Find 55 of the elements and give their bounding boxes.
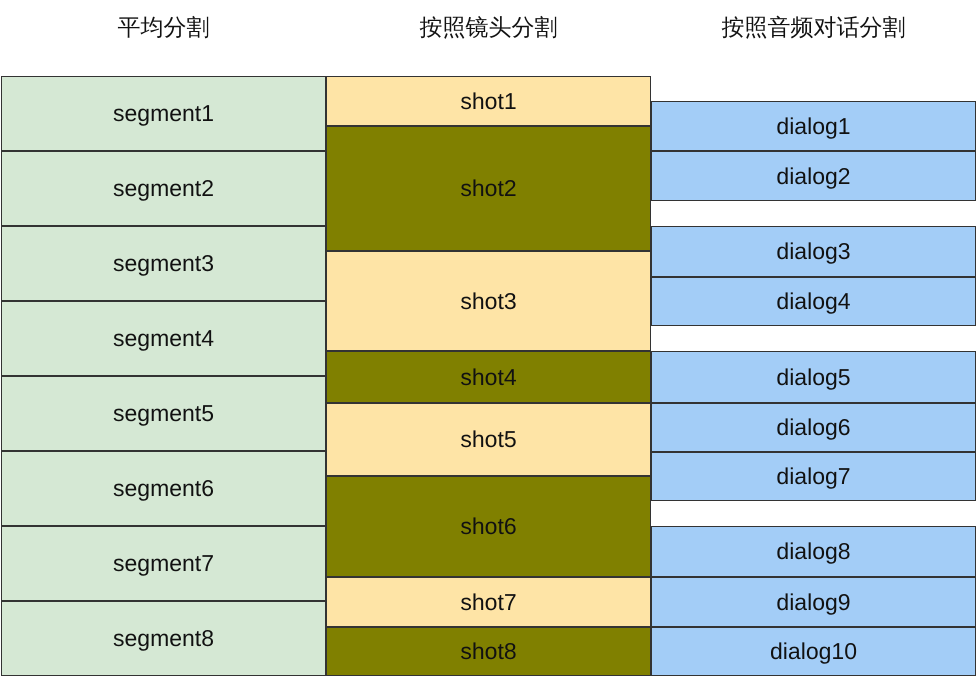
block-label: dialog1 [776, 112, 851, 140]
segment-block [326, 577, 651, 627]
block-label: dialog3 [776, 238, 851, 265]
segment-block [326, 476, 651, 577]
block-label: segment8 [112, 625, 214, 652]
segment-block [1, 301, 326, 376]
segment-block [1, 151, 326, 226]
segment-block [1, 76, 326, 151]
column-header: 按照音频对话分割 [720, 14, 906, 43]
block-label: dialog5 [776, 364, 851, 390]
block-label: dialog7 [776, 463, 851, 490]
segment-block [651, 151, 976, 201]
segment-block [651, 452, 976, 501]
block-label: dialog4 [776, 288, 851, 315]
segment-block [651, 101, 976, 151]
block-label: shot6 [460, 513, 517, 540]
block-label: segment1 [112, 100, 214, 127]
block-label: shot4 [460, 364, 517, 390]
block-label: segment7 [112, 550, 214, 577]
block-label: segment5 [112, 400, 214, 427]
segment-block [651, 403, 976, 452]
block-label: dialog10 [770, 638, 857, 665]
column-header: 按照镜头分割 [418, 14, 558, 43]
segment-block [1, 376, 326, 451]
segment-block [651, 577, 976, 627]
block-label: dialog6 [776, 414, 851, 441]
block-label: dialog8 [776, 538, 851, 565]
column-header: 平均分割 [116, 14, 210, 43]
segment-block [326, 403, 651, 476]
segment-block [651, 526, 976, 577]
block-label: shot3 [460, 288, 517, 314]
block-label: shot8 [460, 638, 517, 665]
block-label: shot7 [460, 588, 517, 616]
block-label: dialog9 [776, 588, 851, 616]
segment-block [326, 76, 651, 126]
block-label: segment6 [112, 475, 214, 502]
block-label: shot5 [460, 426, 517, 453]
block-label: dialog2 [776, 162, 851, 190]
segment-block [326, 351, 651, 403]
segment-block [326, 126, 651, 251]
segment-block [651, 226, 976, 277]
segment-block [1, 451, 326, 526]
segment-block [1, 226, 326, 301]
segment-block [326, 627, 651, 676]
segment-block [651, 351, 976, 403]
block-label: segment2 [112, 175, 214, 202]
block-label: shot1 [460, 88, 517, 114]
block-label: shot2 [460, 175, 517, 202]
block-label: segment3 [112, 250, 214, 277]
segment-block [326, 251, 651, 351]
segment-block [1, 526, 326, 601]
block-label: segment4 [112, 325, 214, 352]
segment-block [651, 627, 976, 676]
segment-block [1, 601, 326, 676]
segment-block [651, 277, 976, 326]
